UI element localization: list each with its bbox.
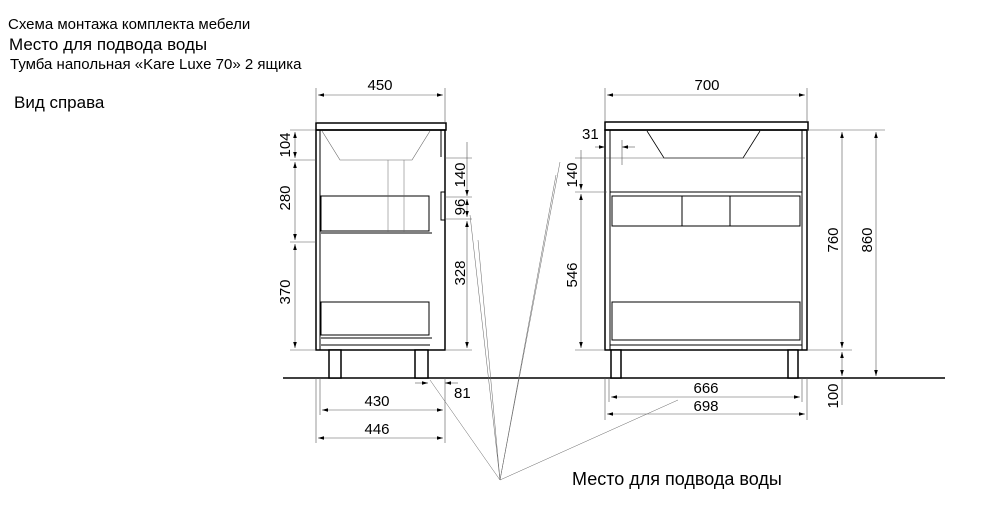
side-dimension-lines [290, 88, 472, 443]
dim-front-100: 100 [825, 383, 842, 408]
dim-side-450: 450 [367, 77, 392, 94]
front-dimension-lines [575, 88, 885, 420]
header-line-2: Место для подвода воды [9, 35, 208, 54]
leg [787, 349, 799, 379]
side-view-label: Вид справа [14, 93, 105, 112]
dim-front-698: 698 [693, 398, 718, 415]
water-supply-leaders [429, 161, 679, 481]
water-supply-label: Место для подвода воды [572, 469, 782, 489]
front-dimension-labels: 700 31 140 546 760 860 100 666 698 [564, 77, 876, 415]
dim-side-328: 328 [452, 260, 469, 285]
header-line-3: Тумба напольная «Kare Luxe 70» 2 ящика [10, 56, 302, 73]
side-dimension-labels: 450 104 280 370 140 96 328 81 430 446 [277, 77, 471, 438]
dim-side-280: 280 [277, 185, 294, 210]
dim-side-104: 104 [277, 132, 294, 157]
leg [414, 349, 429, 379]
dim-side-96: 96 [452, 199, 469, 216]
dim-front-666: 666 [693, 380, 718, 397]
leg [610, 349, 622, 379]
front-cabinet [604, 121, 809, 379]
dim-side-370: 370 [277, 279, 294, 304]
dim-side-446: 446 [364, 421, 389, 438]
dim-side-140: 140 [452, 162, 469, 187]
dim-front-860: 860 [859, 227, 876, 252]
dim-front-31: 31 [582, 126, 599, 143]
dim-front-760: 760 [825, 227, 842, 252]
dim-front-700: 700 [694, 77, 719, 94]
side-cabinet [315, 122, 447, 379]
leg [328, 349, 342, 379]
dim-side-81: 81 [454, 385, 471, 402]
dim-front-140: 140 [564, 162, 581, 187]
dim-front-546: 546 [564, 262, 581, 287]
header-line-1: Схема монтажа комплекта мебели [8, 16, 251, 33]
dim-side-430: 430 [364, 393, 389, 410]
